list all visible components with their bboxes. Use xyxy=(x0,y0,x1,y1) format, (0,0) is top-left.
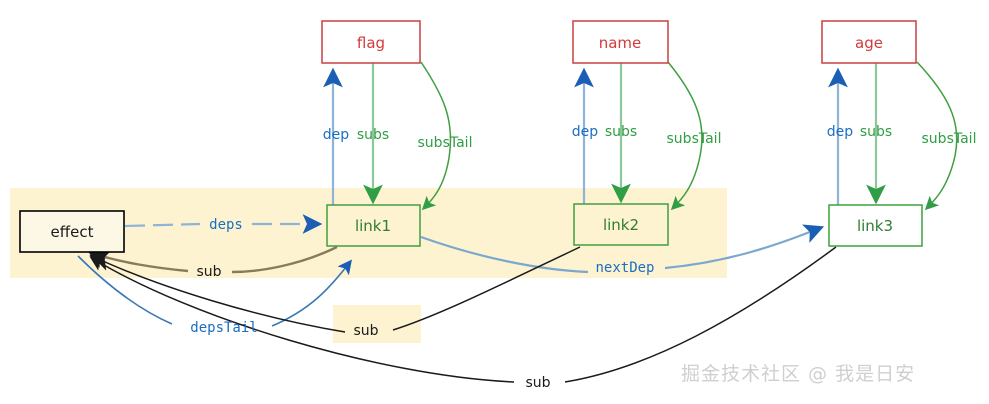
edge-link1-sub-line-right xyxy=(231,245,338,274)
edge-flag-substail-line xyxy=(420,61,452,211)
edge-label-flag-substail: subsTail xyxy=(418,135,473,151)
node-link3-label: link3 xyxy=(857,217,893,235)
edge-label-age-subs: subs xyxy=(860,124,892,140)
edge-label-effect-deps: deps xyxy=(209,217,243,233)
edge-link2-sub-line-right xyxy=(392,246,581,331)
node-link2-label: link2 xyxy=(603,216,639,234)
edge-effect-depstail-line-right xyxy=(271,259,352,327)
node-link3[interactable]: link3 xyxy=(828,204,923,247)
watermark-label: 掘金技术社区 @ 我是日安 xyxy=(681,363,915,385)
node-flag[interactable]: flag xyxy=(321,20,421,64)
edge-label-age-substail: subsTail xyxy=(922,131,977,147)
edge-label-age-dep: dep xyxy=(827,124,854,140)
edge-label-flag-subs: subs xyxy=(357,127,389,143)
edge-link3-sub-line-right xyxy=(564,246,837,383)
node-name-label: name xyxy=(599,34,642,52)
node-effect[interactable]: effect xyxy=(19,210,125,253)
node-age-box[interactable] xyxy=(821,20,917,64)
edge-label-link3-sub: sub xyxy=(525,375,550,391)
edge-label-name-subs: subs xyxy=(605,124,637,140)
node-effect-box[interactable] xyxy=(19,210,125,253)
node-age-label: age xyxy=(855,34,883,52)
edge-label-name-substail: subsTail xyxy=(667,131,722,147)
edge-effect-depstail-line-left xyxy=(77,255,173,325)
node-name[interactable]: name xyxy=(572,20,669,64)
highlight-band-sub xyxy=(333,305,421,343)
edge-label-name-dep: dep xyxy=(572,124,599,140)
node-effect-label: effect xyxy=(51,223,94,241)
edge-age-substail-line xyxy=(916,61,958,211)
edge-name-substail-line xyxy=(667,61,703,211)
node-link1[interactable]: link1 xyxy=(326,204,421,247)
edge-label-effect-depstail: depsTail xyxy=(190,320,257,336)
edge-link3-sub-line-left xyxy=(89,256,515,383)
node-flag-box[interactable] xyxy=(321,20,421,64)
node-age[interactable]: age xyxy=(821,20,917,64)
node-link2[interactable]: link2 xyxy=(573,203,669,246)
node-name-box[interactable] xyxy=(572,20,669,64)
node-flag-label: flag xyxy=(357,34,385,52)
node-link1-box[interactable] xyxy=(326,204,421,247)
edge-label-link1-sub: sub xyxy=(196,264,221,280)
node-link1-label: link1 xyxy=(355,217,391,235)
edge-label-link2-sub: sub xyxy=(353,323,378,339)
node-link2-box[interactable] xyxy=(573,203,669,246)
node-link3-box[interactable] xyxy=(828,204,923,247)
edge-link2-sub-line-left xyxy=(89,254,346,333)
edge-nextdep-line-left xyxy=(420,235,589,274)
edge-nextdep-line-right xyxy=(664,224,825,270)
edge-effect-deps-line-left xyxy=(124,222,201,228)
edge-label-flag-dep: dep xyxy=(323,127,350,143)
edge-label-link1-nextdep: nextDep xyxy=(595,260,654,276)
